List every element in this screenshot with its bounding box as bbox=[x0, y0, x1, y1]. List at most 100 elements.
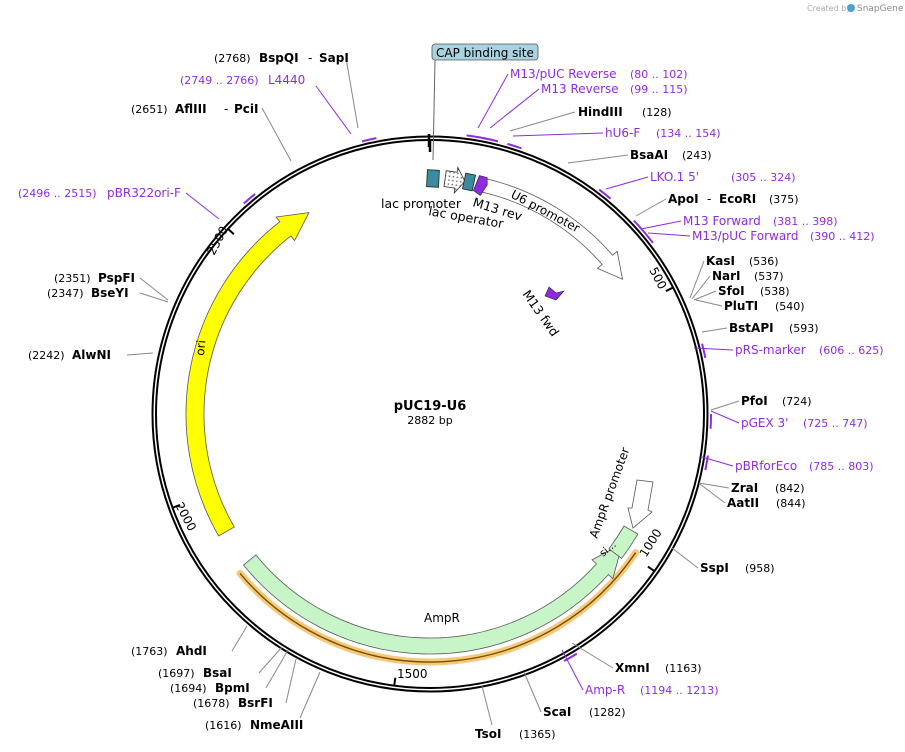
u6-promoter-feature[interactable] bbox=[480, 177, 624, 280]
primer-m13-reverse[interactable]: M13 Reverse (99 .. 115) bbox=[541, 82, 688, 96]
site-scai[interactable]: ScaI (1282) bbox=[543, 705, 626, 719]
site-name: NmeAIII bbox=[250, 718, 303, 732]
leader-lines bbox=[126, 57, 740, 726]
site-leader-line bbox=[699, 483, 726, 504]
site-bstapi[interactable]: BstAPI (593) bbox=[729, 321, 819, 335]
site-alwni[interactable]: (2242) AlwNI bbox=[28, 348, 111, 362]
site-position: (2242) bbox=[28, 349, 65, 362]
site-bsai[interactable]: (1697) BsaI bbox=[158, 666, 232, 680]
primer-m13-puc-forward[interactable]: M13/pUC Forward (390 .. 412) bbox=[692, 229, 875, 243]
primer-amp-r[interactable]: Amp-R (1194 .. 1213) bbox=[585, 683, 719, 697]
site-name: XmnI bbox=[615, 661, 650, 675]
cap-site-arrow[interactable] bbox=[443, 165, 466, 195]
site-bseyi[interactable]: (2347) BseYI bbox=[47, 286, 129, 300]
site-position: (375) bbox=[769, 193, 799, 206]
site-position: (243) bbox=[682, 149, 712, 162]
site-leader-line bbox=[345, 57, 359, 129]
primer-lko1-5[interactable]: LKO.1 5' (305 .. 324) bbox=[650, 170, 796, 184]
site-leader-line bbox=[299, 671, 321, 719]
site-name: BsaI bbox=[203, 666, 232, 680]
primer-mark bbox=[361, 137, 377, 143]
site-aatii[interactable]: AatII (844) bbox=[727, 496, 806, 510]
site-leader-line bbox=[698, 482, 730, 489]
site-dash: - bbox=[707, 192, 711, 206]
primer-range: (134 .. 154) bbox=[656, 127, 721, 140]
site-leader-line bbox=[285, 658, 297, 704]
site-sspi[interactable]: SspI (958) bbox=[700, 561, 775, 575]
primer-prs-marker[interactable]: pRS-marker (606 .. 625) bbox=[735, 343, 884, 357]
primer-leader-line bbox=[640, 220, 682, 230]
site-leader-line bbox=[571, 642, 614, 669]
primer-name: pBRforEco bbox=[735, 459, 797, 473]
tick-mark bbox=[393, 677, 397, 686]
lac-promoter-box[interactable] bbox=[426, 169, 440, 188]
primer-range: (381 .. 398) bbox=[773, 215, 838, 228]
primer-l4440[interactable]: (2749 .. 2766) L4440 bbox=[180, 73, 305, 87]
site-name: BpmI bbox=[215, 681, 250, 695]
primer-mark bbox=[243, 193, 256, 205]
primer-hu6-f[interactable]: hU6-F (134 .. 154) bbox=[605, 126, 721, 140]
site-position: (1694) bbox=[170, 682, 207, 695]
primer-name: LKO.1 5' bbox=[650, 170, 699, 184]
site-bsrfi[interactable]: (1678) BsrFI bbox=[193, 696, 273, 710]
site-name: PluTI bbox=[724, 299, 758, 313]
site-bpmi[interactable]: (1694) BpmI bbox=[170, 681, 250, 695]
site-hindiii[interactable]: HindIII (128) bbox=[578, 105, 672, 119]
site-pluti[interactable]: PluTI (540) bbox=[724, 299, 805, 313]
site-name: ScaI bbox=[543, 705, 571, 719]
primer-m13-forward[interactable]: M13 Forward (381 .. 398) bbox=[683, 214, 838, 228]
primer-name: M13 Reverse bbox=[541, 82, 619, 96]
primer-pgex-3[interactable]: pGEX 3' (725 .. 747) bbox=[741, 416, 868, 430]
primer-leader-line bbox=[512, 132, 604, 137]
primer-name: M13/pUC Forward bbox=[692, 229, 799, 243]
site-apoi-ecori[interactable]: ApoI - EcoRI (375) bbox=[668, 192, 799, 206]
cap-binding-callout[interactable]: CAP binding site bbox=[431, 43, 539, 161]
tick-mark bbox=[647, 565, 656, 572]
signal-peptide-feature[interactable] bbox=[608, 525, 639, 559]
primer-leader-line bbox=[561, 649, 584, 691]
site-tsoi[interactable]: TsoI (1365) bbox=[475, 727, 556, 741]
m13-rev-arrow[interactable] bbox=[472, 175, 490, 196]
site-pfoi[interactable]: PfoI (724) bbox=[741, 394, 812, 408]
site-name: BseYI bbox=[91, 286, 129, 300]
site-name: AhdI bbox=[176, 644, 207, 658]
primer-mark bbox=[642, 230, 654, 244]
site-position: (540) bbox=[775, 300, 805, 313]
site-leader-line bbox=[265, 649, 289, 689]
site-leader-line bbox=[710, 400, 740, 411]
primer-mark bbox=[507, 142, 522, 150]
site-nari[interactable]: NarI (537) bbox=[712, 269, 784, 283]
site-xmni[interactable]: XmnI (1163) bbox=[615, 661, 702, 675]
site-sfoi[interactable]: SfoI (538) bbox=[718, 284, 790, 298]
primer-mark bbox=[483, 137, 499, 143]
plasmid-name: pUC19-U6 bbox=[394, 399, 467, 414]
primer-leader-line bbox=[315, 85, 352, 135]
site-leader-line bbox=[567, 154, 629, 164]
site-position: (538) bbox=[760, 285, 790, 298]
ori-feature[interactable] bbox=[185, 212, 310, 537]
primer-pbr322ori-f[interactable]: (2496 .. 2515) pBR322ori-F bbox=[18, 186, 181, 200]
ampr-promoter-arrow[interactable] bbox=[627, 479, 654, 529]
site-afliii-pcii[interactable]: (2651) AflIII - PciI bbox=[131, 102, 259, 116]
site-ahdi[interactable]: (1763) AhdI bbox=[131, 644, 207, 658]
site-nmeaiii[interactable]: (1616) NmeAIII bbox=[205, 718, 303, 732]
lac-operator-box[interactable] bbox=[461, 172, 477, 192]
site-leader-line bbox=[693, 290, 717, 301]
watermark-text: Created by bbox=[807, 4, 851, 13]
site-bsaai[interactable]: BsaAI (243) bbox=[630, 148, 712, 162]
site-name-2: SapI bbox=[319, 51, 349, 65]
site-name: BsrFI bbox=[238, 696, 273, 710]
tick-label-2500: 2500 bbox=[204, 224, 231, 258]
site-kasi[interactable]: KasI (536) bbox=[706, 254, 779, 268]
primer-range: (99 .. 115) bbox=[630, 83, 688, 96]
site-zrai[interactable]: ZraI (842) bbox=[731, 481, 805, 495]
site-pspfi[interactable]: (2351) PspFI bbox=[54, 271, 135, 285]
primer-mark bbox=[704, 455, 709, 471]
primer-pbrforeco[interactable]: pBRforEco (785 .. 803) bbox=[735, 459, 874, 473]
site-leader-line bbox=[695, 299, 723, 307]
site-name-2: PciI bbox=[234, 102, 259, 116]
m13-fwd-arrow[interactable] bbox=[544, 286, 565, 301]
ampr-feature[interactable] bbox=[242, 542, 623, 655]
primer-m13-puc-reverse[interactable]: M13/pUC Reverse (80 .. 102) bbox=[510, 67, 688, 81]
site-bspqi-sapi[interactable]: (2768) BspQI - SapI bbox=[214, 51, 349, 65]
